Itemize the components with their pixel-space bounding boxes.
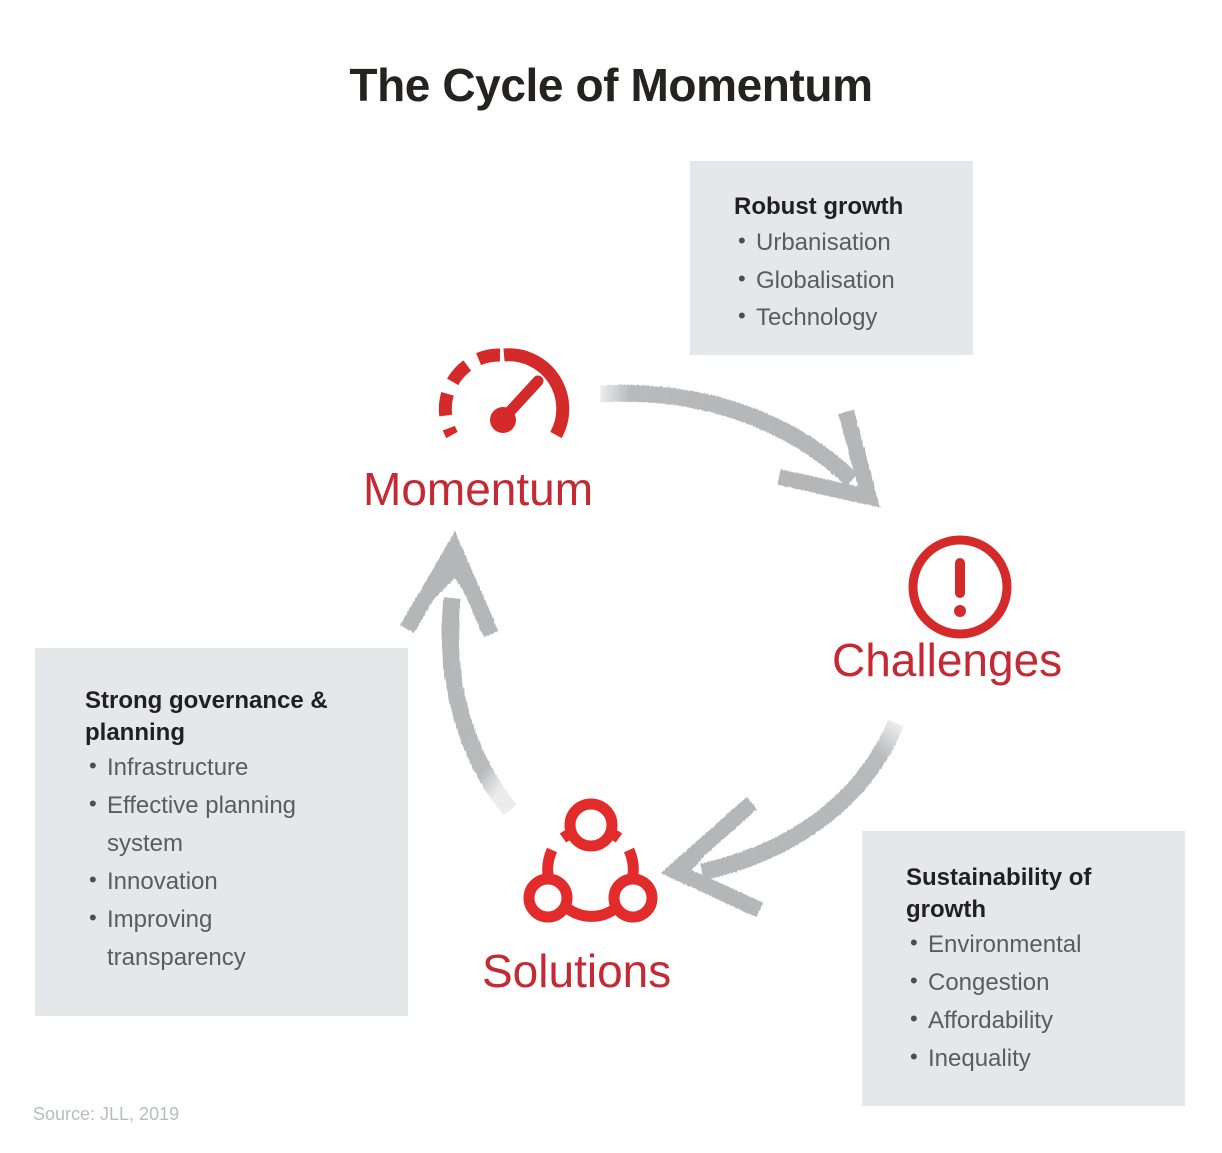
info-box-heading: Sustainability of growth [906,864,1092,923]
arrow-momentum-to-challenges [599,384,881,508]
info-box-governance-planning: Strong governance & planning Infrastruct… [35,648,408,1016]
list-item: Urbanisation [734,224,973,262]
info-box-list: Infrastructure Effective planning system… [85,749,408,976]
info-box-list: Urbanisation Globalisation Technology [734,224,973,338]
list-item: Congestion [906,964,1185,1002]
exclamation-circle-icon [905,532,1015,642]
list-item: Globalisation [734,262,973,300]
page-title: The Cycle of Momentum [349,59,873,111]
info-box-sustainability-growth: Sustainability of growth Environmental C… [862,831,1185,1106]
node-label-challenges: Challenges [832,634,1063,686]
arrow-solutions-to-momentum [400,531,517,816]
list-item: Affordability [906,1002,1185,1040]
connected-nodes-icon [521,798,661,930]
speedometer-gauge-icon [438,343,570,451]
node-label-momentum: Momentum [363,463,594,515]
list-item: Technology [734,299,973,337]
source-caption: Source: JLL, 2019 [33,1104,180,1124]
node-label-solutions: Solutions [482,945,672,997]
list-item: Improving transparency [85,901,267,977]
list-item: Innovation [85,863,357,901]
info-box-heading: Robust growth [734,193,904,220]
list-item: Effective planning system [85,787,342,863]
info-box-list: Environmental Congestion Affordability I… [906,926,1185,1078]
list-item: Infrastructure [85,749,357,787]
list-item: Inequality [906,1040,1185,1078]
list-item: Environmental [906,926,1185,964]
info-box-heading: Strong governance & planning [85,687,328,746]
info-box-robust-growth: Robust growth Urbanisation Globalisation… [690,161,973,355]
